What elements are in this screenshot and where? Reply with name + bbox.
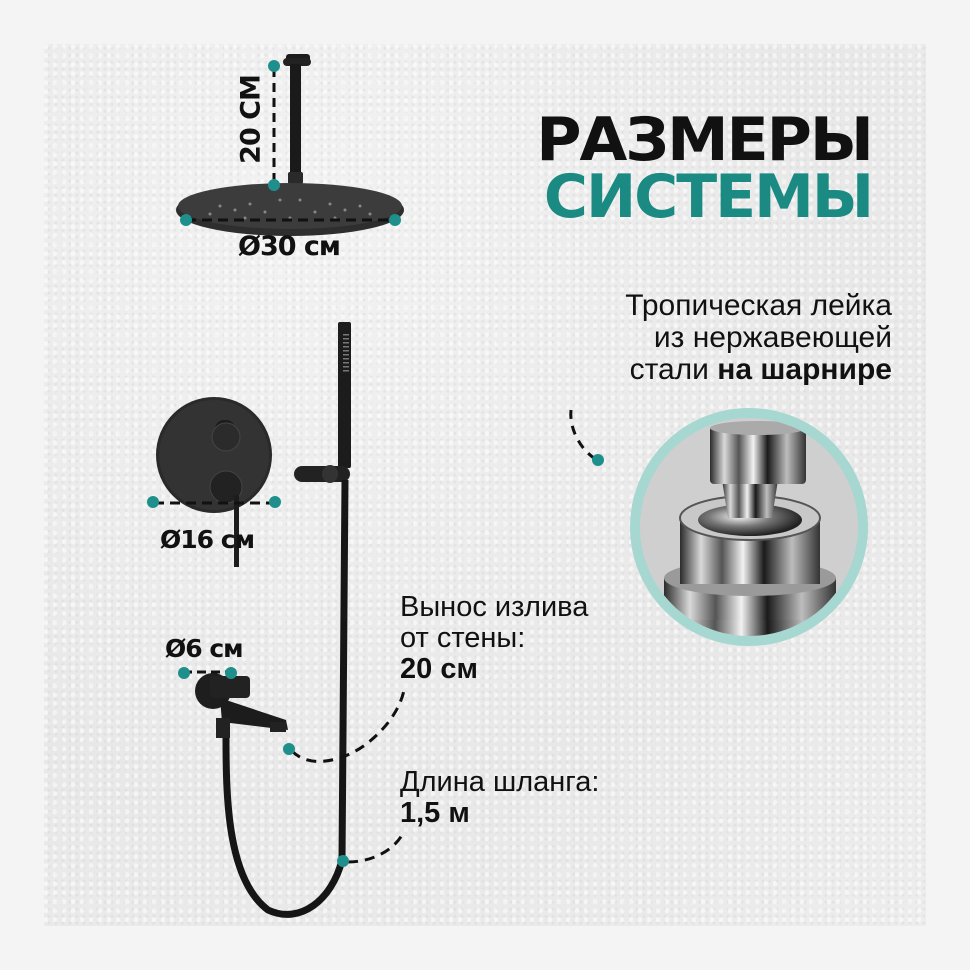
hose-length-line-1: Длина шланга: xyxy=(400,766,600,798)
spout-reach-value: 20 см xyxy=(400,653,478,685)
hose-length-text: Длина шланга: 1,5 м xyxy=(400,767,599,829)
description-line-3: стали на шарнире xyxy=(562,354,892,386)
description-line-1: Тропическая лейка xyxy=(625,289,892,322)
marker-dot xyxy=(337,855,349,867)
swivel-pointer xyxy=(569,409,598,462)
shower-hose-icon xyxy=(222,479,349,918)
rain-shower-head-icon xyxy=(176,54,404,236)
swivel-ball-joint-photo-icon xyxy=(640,418,858,636)
description-line-2: из нержавеющей xyxy=(653,321,892,354)
marker-dot xyxy=(225,667,237,679)
marker-dot xyxy=(178,667,190,679)
marker-dot xyxy=(268,179,280,191)
title-line-2: СИСТЕМЫ xyxy=(543,162,874,232)
arm-length-label: 20 СМ xyxy=(235,75,267,164)
spout-reach-text: Вынос излива от стены: 20 см xyxy=(400,592,588,685)
hose-length-value: 1,5 м xyxy=(400,797,470,829)
swivel-joint-photo xyxy=(630,408,868,646)
description-line-3-bold: на шарнире xyxy=(717,353,892,386)
spout-diameter-label: Ø6 см xyxy=(165,634,244,663)
thermostatic-mixer-icon xyxy=(156,397,272,567)
mixer-diameter-label: Ø16 см xyxy=(160,525,255,554)
description: Тропическая лейка из нержавеющей стали н… xyxy=(562,290,892,386)
marker-dot xyxy=(147,496,159,508)
marker-dot xyxy=(268,60,280,72)
hand-shower-icon xyxy=(294,322,351,483)
bath-spout-icon xyxy=(195,673,288,738)
marker-dot xyxy=(180,214,192,226)
spout-reach-pointer xyxy=(290,689,406,763)
spout-reach-line-1: Вынос излива xyxy=(400,591,589,623)
description-line-3-regular: стали xyxy=(629,353,718,386)
marker-dot xyxy=(283,743,295,755)
hose-length-pointer xyxy=(347,834,404,864)
marker-dot xyxy=(269,496,281,508)
title-line-1: РАЗМЕРЫ xyxy=(536,105,874,175)
marker-dot xyxy=(389,214,401,226)
marker-dot xyxy=(592,454,604,466)
head-diameter-label: Ø30 см xyxy=(238,231,341,262)
spout-reach-line-2: от стены: xyxy=(400,622,526,654)
